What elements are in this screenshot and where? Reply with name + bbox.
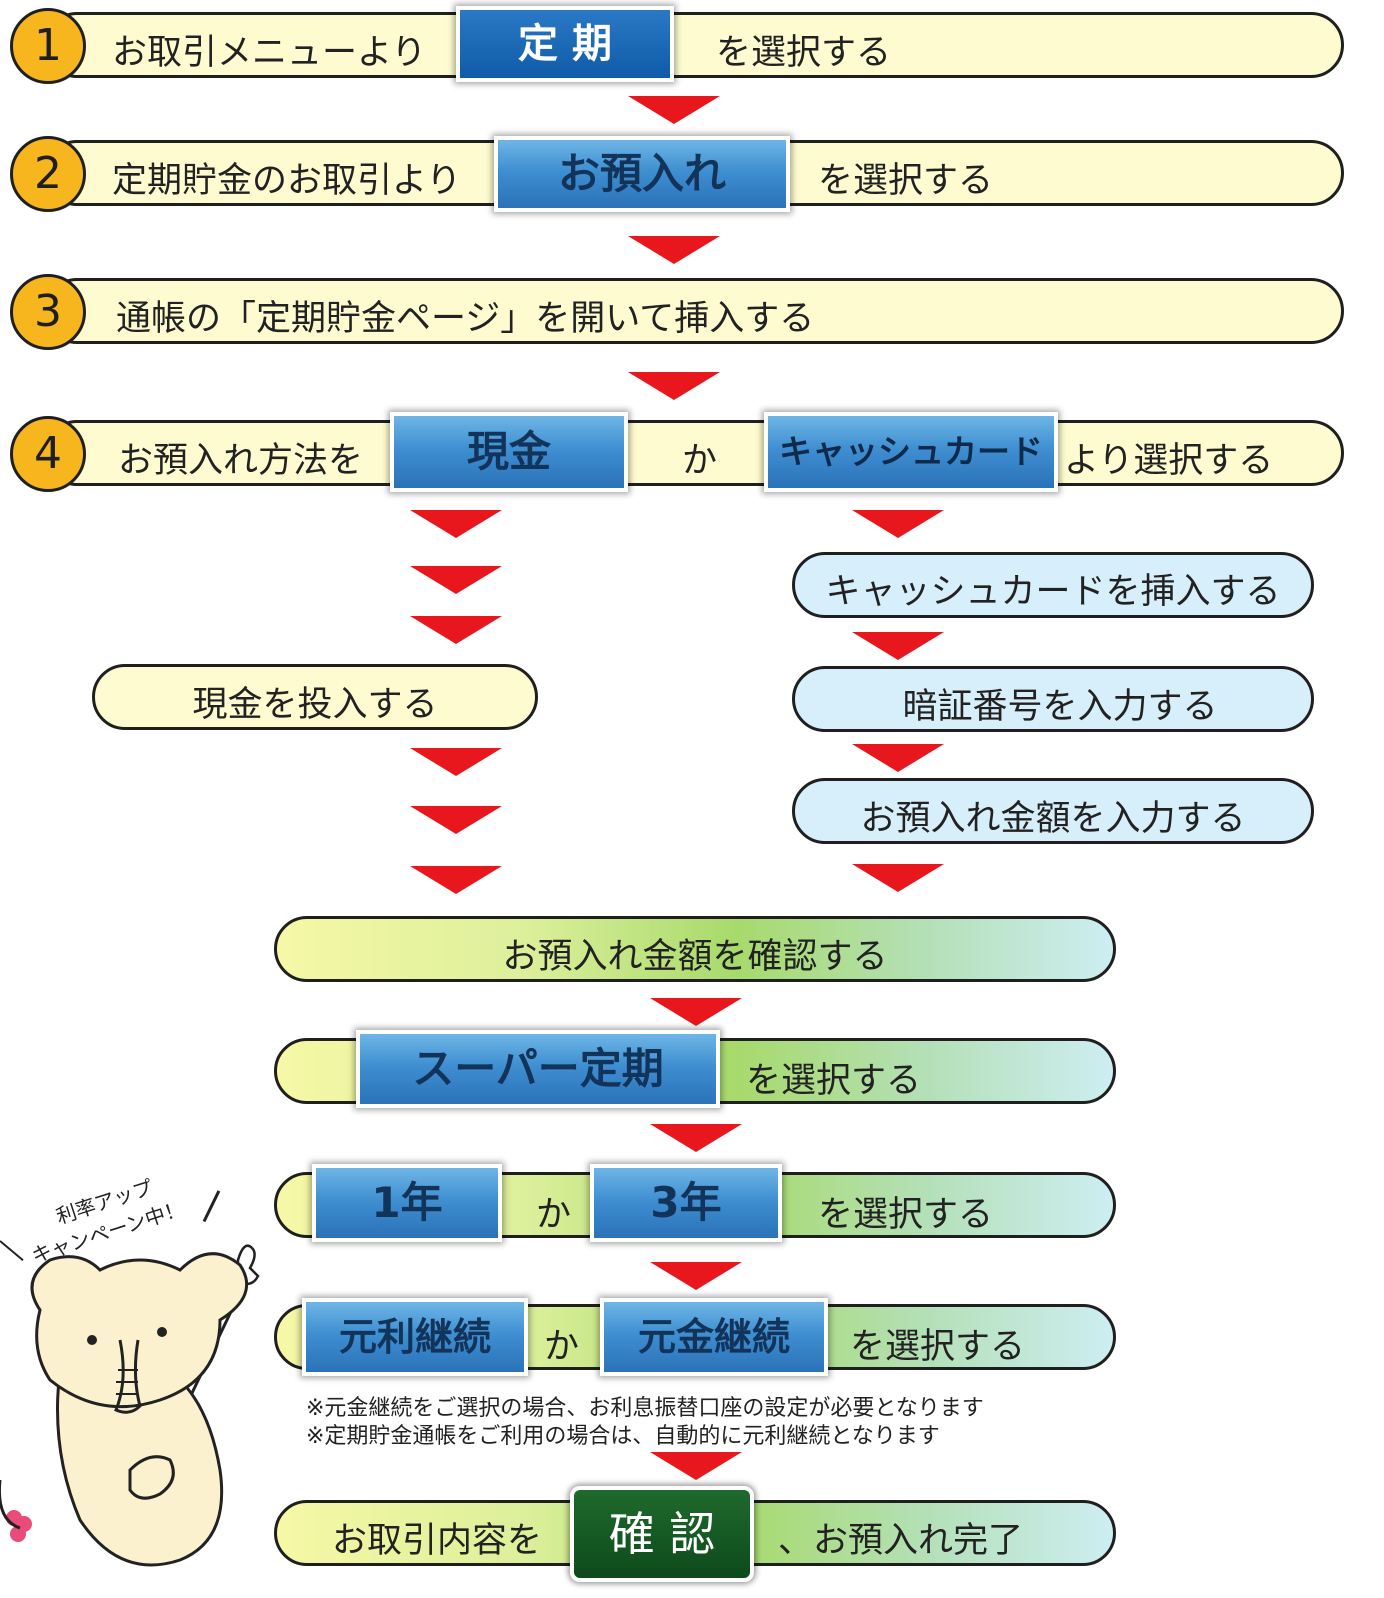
step3-number-badge: 3 bbox=[10, 274, 86, 350]
three-year-button[interactable]: 3年 bbox=[590, 1164, 782, 1242]
enter-amount-box bbox=[792, 778, 1314, 844]
cash-arrow-2 bbox=[410, 566, 502, 594]
arrow-3 bbox=[628, 372, 720, 400]
continuation-or-text: か bbox=[544, 1327, 580, 1367]
mascot-head bbox=[30, 1252, 249, 1409]
card-arrow-4 bbox=[852, 864, 944, 892]
card-arrow-1 bbox=[852, 510, 944, 538]
card-arrow-3 bbox=[852, 744, 944, 772]
step2-post-text: を選択する bbox=[818, 161, 994, 201]
step4-post-text: より選択する bbox=[1064, 441, 1274, 481]
super-teiki-post-text: を選択する bbox=[746, 1061, 922, 1101]
cash-arrow-1 bbox=[410, 510, 502, 538]
one-year-button[interactable]: 1年 bbox=[312, 1164, 502, 1242]
enter-pin-text: 暗証番号を入力する bbox=[902, 687, 1218, 727]
step1-pre-text: お取引メニューより bbox=[112, 33, 427, 73]
step4-pre-text: お預入れ方法を bbox=[118, 441, 364, 481]
cash-arrow-4 bbox=[410, 748, 502, 776]
card-arrow-2 bbox=[852, 632, 944, 660]
arrow-continuation bbox=[650, 1262, 742, 1290]
enter-amount-text: お預入れ金額を入力する bbox=[860, 799, 1246, 839]
final-pre-text: お取引内容を bbox=[332, 1521, 543, 1561]
step1-bar bbox=[44, 12, 1344, 78]
step4-bar bbox=[44, 420, 1344, 486]
step3-text: 通帳の「定期貯金ページ」を開いて挿入する bbox=[116, 299, 815, 339]
speech-line-right bbox=[202, 1190, 221, 1223]
gankin-keizoku-button[interactable]: 元金継続 bbox=[600, 1298, 828, 1376]
step4-or-text: か bbox=[682, 441, 718, 481]
arrow-super bbox=[650, 998, 742, 1026]
deposit-cash-text: 現金を投入する bbox=[192, 685, 438, 725]
deposit-cash-box bbox=[92, 664, 538, 730]
step4-number-badge: 4 bbox=[10, 416, 86, 492]
insert-card-text: キャッシュカードを挿入する bbox=[825, 572, 1281, 612]
confirm-button[interactable]: 確 認 bbox=[570, 1486, 754, 1582]
arrow-final bbox=[650, 1452, 742, 1480]
mascot-illustration bbox=[0, 1244, 260, 1567]
enter-pin-box bbox=[792, 666, 1314, 732]
step2-number-badge: 2 bbox=[10, 136, 86, 212]
ganri-keizoku-button[interactable]: 元利継続 bbox=[302, 1298, 528, 1376]
cash-arrow-6 bbox=[410, 866, 502, 894]
teiki-button[interactable]: 定 期 bbox=[456, 6, 674, 82]
super-teiki-button[interactable]: スーパー定期 bbox=[356, 1030, 720, 1108]
step1-post-text: を選択する bbox=[716, 33, 892, 73]
step2-pre-text: 定期貯金のお取引より bbox=[112, 161, 462, 201]
step1-number-badge: 1 bbox=[10, 8, 86, 84]
note-2: ※定期貯金通帳をご利用の場合は、自動的に元利継続となります bbox=[306, 1424, 940, 1449]
cash-arrow-5 bbox=[410, 806, 502, 834]
final-post-text: 、お預入れ完了 bbox=[778, 1521, 1024, 1561]
note-1: ※元金継続をご選択の場合、お利息振替口座の設定が必要となります bbox=[306, 1396, 984, 1421]
arrow-1 bbox=[628, 96, 720, 124]
confirm-amount-bar bbox=[274, 916, 1116, 982]
cash-card-button[interactable]: キャッシュカード bbox=[764, 412, 1058, 492]
insert-card-box bbox=[792, 552, 1314, 618]
term-or-text: か bbox=[536, 1195, 572, 1235]
cash-button[interactable]: 現金 bbox=[390, 412, 628, 492]
term-post-text: を選択する bbox=[818, 1195, 994, 1235]
step3-bar bbox=[44, 278, 1344, 344]
continuation-post-text: を選択する bbox=[850, 1327, 1026, 1367]
cash-arrow-3 bbox=[410, 616, 502, 644]
confirm-amount-text: お預入れ金額を確認する bbox=[502, 937, 888, 977]
arrow-term bbox=[650, 1124, 742, 1152]
arrow-2 bbox=[628, 236, 720, 264]
azukeire-button[interactable]: お預入れ bbox=[494, 136, 790, 212]
